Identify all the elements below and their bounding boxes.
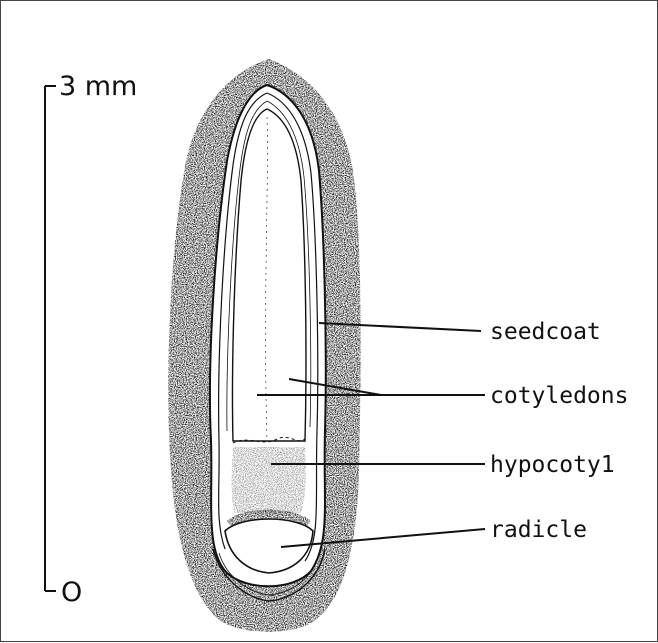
- label-hypocotyl: hypocoty1: [490, 452, 615, 478]
- scale-top-label: 3 mm: [59, 71, 137, 102]
- label-radicle: radicle: [490, 517, 587, 543]
- cotyledons-shape: [232, 109, 305, 441]
- label-seedcoat: seedcoat: [490, 319, 601, 345]
- label-cotyledons: cotyledons: [490, 383, 628, 409]
- scale-bottom-label: O: [61, 577, 82, 608]
- scale-bar: 3 mm O: [45, 71, 137, 608]
- hypocotyl-stipple: [232, 447, 306, 513]
- seed-illustration: [168, 59, 360, 632]
- part-labels: seedcoat cotyledons hypocoty1 radicle: [490, 319, 628, 543]
